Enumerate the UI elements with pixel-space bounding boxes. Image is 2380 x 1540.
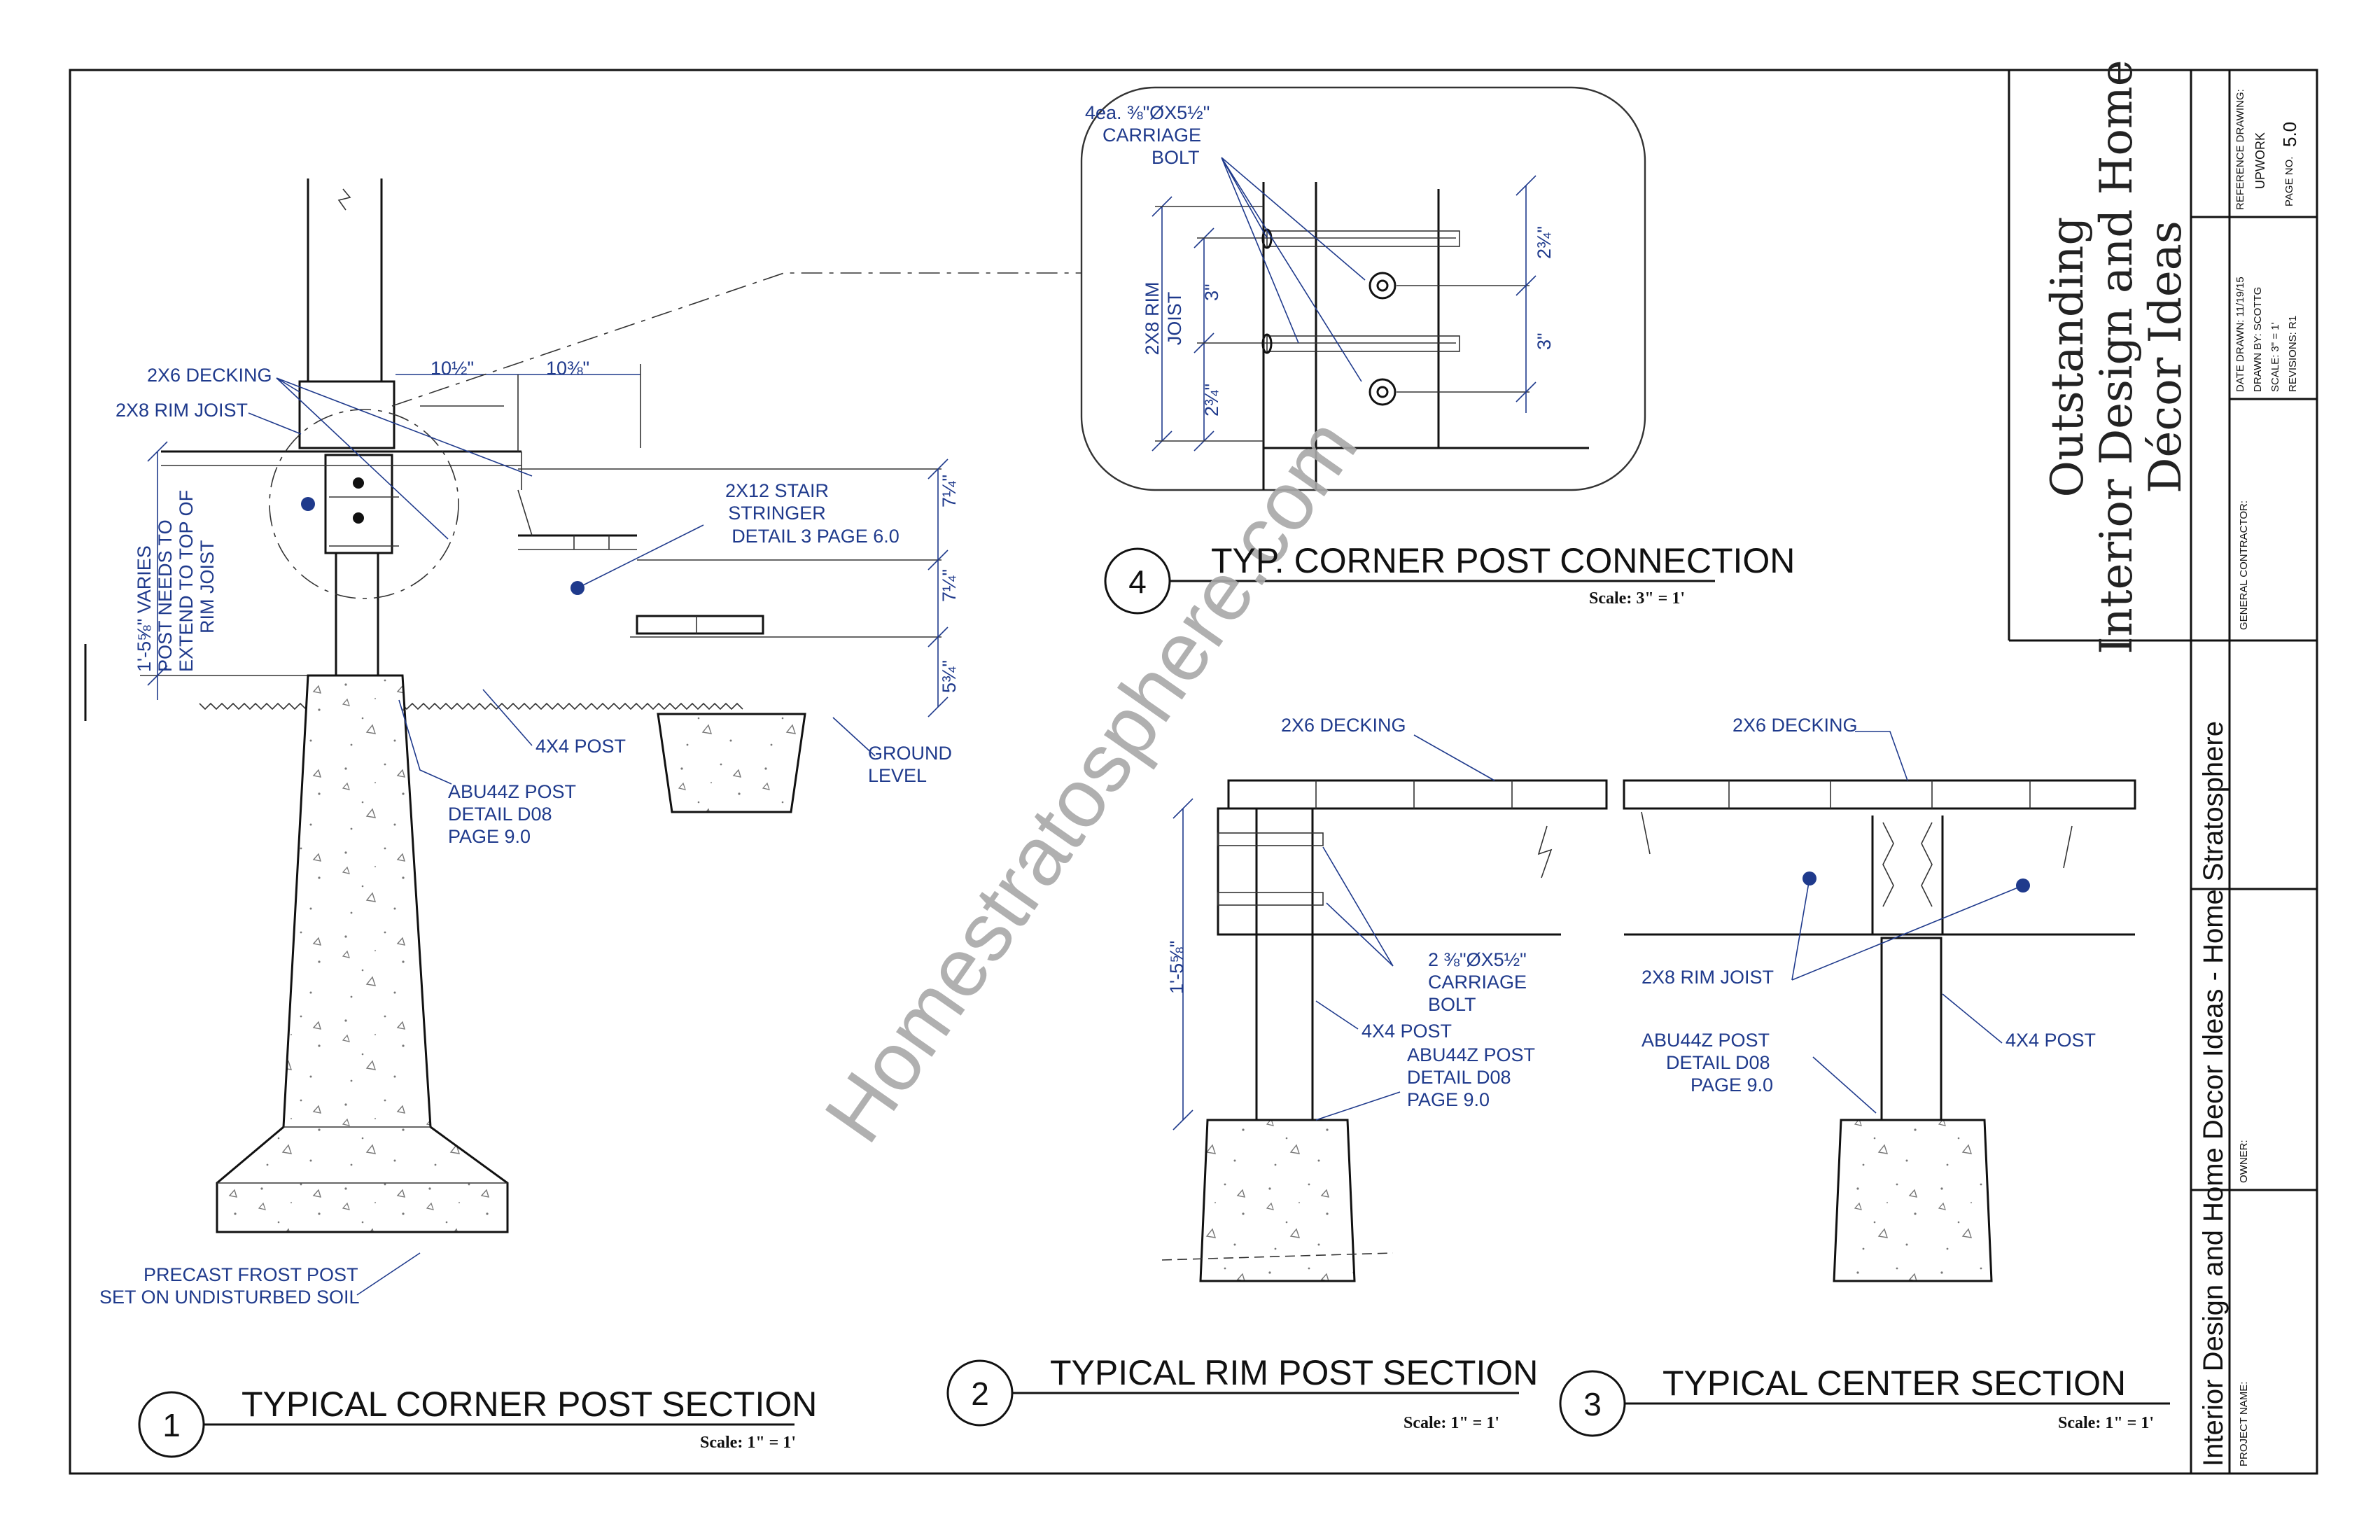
d4-dim-3b: 3": [1534, 332, 1555, 350]
d1-abu-line-1: ABU44Z POST: [448, 781, 576, 802]
tb-revisions: REVISIONS: R1: [2287, 316, 2299, 392]
d1-decking-label: 2X6 DECKING: [147, 365, 272, 386]
d2-dim: 1'-5⅝": [1166, 941, 1187, 994]
d3-number: 3: [1583, 1386, 1602, 1422]
d2-bolt-line-2: CARRIAGE: [1428, 972, 1527, 993]
d1-frost-line-2: SET ON UNDISTURBED SOIL: [99, 1287, 360, 1308]
tb-project-name: Interior Design and Home Decor Ideas - H…: [2198, 721, 2229, 1466]
detail-3-center-section: [1559, 731, 2170, 1437]
d1-varies-line-3: EXTEND TO TOP OF: [176, 490, 197, 672]
d2-abu-line-2: DETAIL D08: [1407, 1067, 1511, 1088]
d1-ground-line-1: GROUND: [868, 743, 952, 764]
d3-scale: Scale: 1" = 1': [2058, 1414, 2154, 1432]
d2-title: TYPICAL RIM POST SECTION: [1050, 1353, 1538, 1392]
d1-post-label: 4X4 POST: [536, 736, 626, 757]
d1-varies-line-2: POST NEEDS TO: [155, 519, 176, 672]
tb-date: DATE DRAWN: 11/19/15: [2234, 276, 2246, 392]
detail-2-rim-post: [946, 734, 1608, 1427]
tb-drawn-by: DRAWN BY: SCOTTG: [2252, 287, 2264, 392]
d2-abu-line-3: PAGE 9.0: [1407, 1089, 1490, 1110]
d1-stair-line-3: DETAIL 3 PAGE 6.0: [732, 526, 899, 547]
d4-title: TYP. CORNER POST CONNECTION: [1211, 541, 1795, 580]
d1-abu-line-2: DETAIL D08: [448, 804, 552, 825]
d1-frost-line-1: PRECAST FROST POST: [144, 1264, 358, 1285]
d1-dim-r3: 5¾": [939, 660, 960, 693]
d2-post-label: 4X4 POST: [1362, 1021, 1452, 1042]
d1-stair-line-2: STRINGER: [728, 503, 826, 524]
d2-abu-line-1: ABU44Z POST: [1407, 1044, 1535, 1065]
d1-abu-line-3: PAGE 9.0: [448, 826, 531, 847]
d4-bolt-line-3: BOLT: [1152, 147, 1200, 168]
d2-decking-label: 2X6 DECKING: [1281, 715, 1406, 736]
tb-owner: OWNER:: [2238, 1140, 2250, 1183]
d3-rim-label: 2X8 RIM JOIST: [1642, 967, 1774, 988]
d4-dim-23a: 2¾": [1201, 384, 1222, 416]
d1-varies-line-4: RIM JOIST: [197, 540, 218, 634]
tb-title-line-3: Décor Ideas: [2140, 220, 2192, 493]
d1-title: TYPICAL CORNER POST SECTION: [241, 1385, 817, 1424]
tb-contractor: GENERAL CONTRACTOR:: [2238, 500, 2250, 630]
d3-abu-line-3: PAGE 9.0: [1690, 1074, 1773, 1096]
d4-rim-line-1: 2X8 RIM: [1142, 281, 1163, 355]
d2-bolt-line-1: 2 ⅜"ØX5½": [1428, 949, 1527, 970]
d3-decking-label: 2X6 DECKING: [1732, 715, 1858, 736]
d3-abu-line-1: ABU44Z POST: [1642, 1030, 1770, 1051]
d2-bolt-line-3: BOLT: [1428, 994, 1476, 1015]
tb-ref-label: REFERENCE DRAWING:: [2234, 89, 2246, 210]
tb-title-line-1: Outstanding: [2042, 217, 2094, 498]
d2-number: 2: [971, 1376, 989, 1412]
d2-scale: Scale: 1" = 1': [1404, 1414, 1499, 1432]
d3-post-label: 4X4 POST: [2005, 1030, 2096, 1051]
d4-bolt-line-1: 4ea. ⅜"ØX5½": [1085, 102, 1210, 123]
d1-rim-joist-label: 2X8 RIM JOIST: [115, 400, 248, 421]
tb-project-label: PROJECT NAME:: [2238, 1382, 2250, 1466]
d1-dim-r1: 7¼": [939, 475, 960, 507]
d4-dim-23b: 2¾": [1534, 226, 1555, 259]
tb-ref-value: UPWORK: [2253, 132, 2267, 189]
d1-dim-r2: 7¼": [939, 569, 960, 602]
d1-ground-line-2: LEVEL: [868, 765, 927, 786]
d3-abu-line-2: DETAIL D08: [1666, 1052, 1770, 1073]
detail-1-corner-post: [84, 178, 1082, 1296]
d4-rim-line-2: JOIST: [1164, 292, 1185, 346]
d1-number: 1: [162, 1407, 181, 1443]
d1-stair-line-1: 2X12 STAIR: [725, 480, 829, 501]
tb-title-line-2: Interior Design and Home: [2091, 59, 2143, 654]
d1-dim-b: 10⅜": [546, 358, 589, 379]
d1-varies-line-1: 1'-5⅝" VARIES: [134, 545, 155, 672]
detail-4-corner-post-connection: [1080, 86, 1715, 615]
tb-page-label: PAGE NO.: [2283, 157, 2295, 206]
d4-bolt-line-2: CARRIAGE: [1102, 125, 1201, 146]
d4-number: 4: [1128, 564, 1147, 600]
tb-page-value: 5.0: [2279, 122, 2300, 147]
sheet-border: [69, 69, 2318, 1475]
d3-title: TYPICAL CENTER SECTION: [1662, 1364, 2126, 1403]
d1-scale: Scale: 1" = 1': [700, 1434, 796, 1452]
d4-dim-3a: 3": [1201, 284, 1222, 301]
d1-dim-a: 10½": [430, 358, 474, 379]
title-block: [2008, 70, 2317, 1474]
d4-scale: Scale: 3" = 1': [1589, 589, 1685, 608]
tb-scale: SCALE: 3" = 1': [2269, 322, 2281, 392]
